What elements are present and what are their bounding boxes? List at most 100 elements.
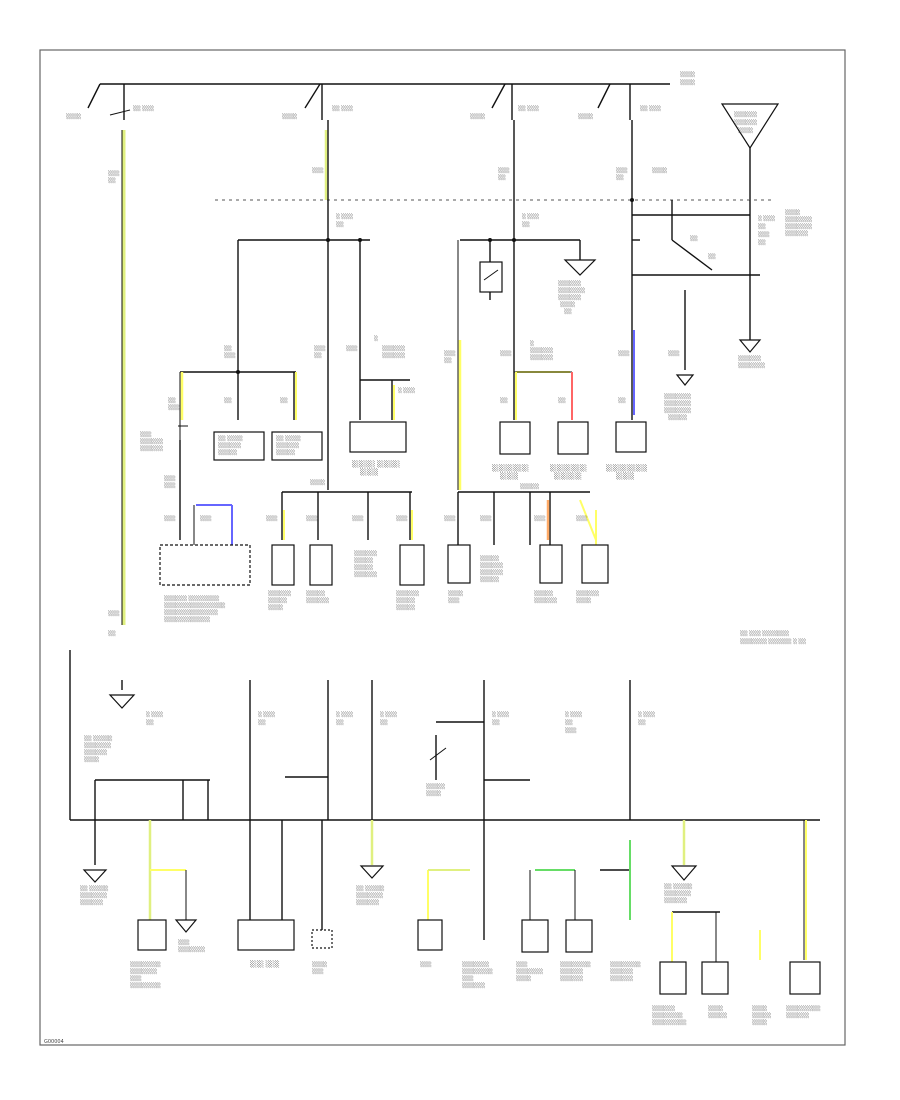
svg-text:░ ░░░: ░ ░░░ (638, 711, 655, 718)
svg-text:░░░: ░░░ (140, 431, 152, 438)
svg-text:░░░: ░░░ (516, 961, 528, 968)
svg-text:░░ ░░░ ░░░░░░░: ░░ ░░░ ░░░░░░░ (740, 630, 789, 637)
svg-text:░░░: ░░░ (108, 610, 120, 617)
svg-text:░░░░: ░░░░ (66, 113, 82, 120)
svg-text:░░░: ░░░ (224, 352, 236, 359)
connector-bottom-c (581, 544, 609, 584)
svg-text:░░░: ░░░ (164, 475, 176, 482)
svg-text:░░░: ░░░ (266, 515, 278, 522)
svg-text:░░░░░░: ░░░░░░ (276, 442, 299, 449)
svg-text:░░░░: ░░░░ (470, 113, 486, 120)
svg-text:░░░░░░: ░░░░░░ (84, 749, 107, 756)
svg-text:░░░░: ░░░░ (312, 961, 328, 968)
svg-text:░░: ░░ (616, 174, 624, 181)
svg-text:░░: ░░ (558, 397, 566, 404)
svg-text:░░░░░░ ░░░░░░░░: ░░░░░░ ░░░░░░░░ (164, 595, 220, 602)
svg-text:░░: ░░ (168, 397, 176, 404)
svg-text:░░░░: ░░░░ (578, 113, 594, 120)
svg-text:░ ░░░: ░ ░░░ (522, 213, 539, 220)
svg-text:░░ ░░░░░: ░░ ░░░░░ (356, 885, 385, 892)
svg-text:░░░░░░░ ░░░░░░ ░ ░░: ░░░░░░░ ░░░░░░ ░ ░░ (740, 638, 806, 645)
svg-text:░░░░░░░░: ░░░░░░░░ (462, 968, 493, 975)
svg-text:░░░: ░░░ (346, 345, 358, 352)
svg-text:░░░: ░░░ (396, 515, 408, 522)
svg-text:░░: ░░ (108, 630, 116, 637)
svg-text:░ ░░░: ░ ░░░ (336, 213, 353, 220)
svg-text:░░░░: ░░░░ (616, 472, 635, 480)
svg-text:░ ░░░: ░ ░░░ (380, 711, 397, 718)
svg-text:░░░░░░░░: ░░░░░░░░ (652, 1012, 683, 1019)
svg-text:░░░: ░░░ (462, 975, 474, 982)
svg-text:░░░░: ░░░░ (560, 301, 576, 308)
svg-text:░░░░░░: ░░░░░░ (785, 230, 808, 237)
svg-text:░░░: ░░░ (618, 350, 630, 357)
svg-text:░ ░░░: ░ ░░░ (336, 711, 353, 718)
svg-text:░░░░░░: ░░░░░░ (80, 899, 103, 906)
svg-text:░░: ░░ (565, 719, 573, 726)
svg-text:░░: ░░ (380, 719, 388, 726)
svg-text:░░: ░░ (146, 719, 154, 726)
svg-text:░░░░░░: ░░░░░░ (462, 982, 485, 989)
svg-text:░░░░: ░░░░ (360, 468, 379, 476)
svg-text:░░░░░░: ░░░░░░ (786, 1012, 809, 1019)
svg-text:░░░░░░: ░░░░░░ (560, 975, 583, 982)
connector-engine-2 (309, 544, 333, 586)
svg-text:░░░: ░░░ (498, 167, 510, 174)
svg-text:░░░: ░░░ (200, 515, 212, 522)
svg-text:░░░░░░░░: ░░░░░░░░ (550, 464, 587, 472)
svg-text:░░░: ░░░ (352, 515, 364, 522)
svg-text:░░░░░░: ░░░░░░ (560, 968, 583, 975)
connector-box-b (557, 421, 589, 455)
connector-engine-1 (271, 544, 295, 586)
svg-text:░░░: ░░░ (616, 167, 628, 174)
svg-text:░░ ░░░░: ░░ ░░░░ (218, 435, 243, 442)
connector-green-a (521, 919, 549, 953)
busbar-caption: ░░░░ (680, 71, 696, 78)
svg-text:░░░░░░: ░░░░░░ (558, 294, 581, 301)
connector-bottom-a (447, 544, 471, 584)
svg-text:░░░: ░░░ (164, 482, 176, 489)
svg-text:░░░░░░░: ░░░░░░░ (130, 968, 157, 975)
svg-text:░░░░: ░░░░ (652, 167, 668, 174)
svg-text:░░░░░░: ░░░░░░ (734, 119, 757, 126)
svg-text:░░: ░░ (522, 221, 530, 228)
svg-text:░░░░░░░░░: ░░░░░░░░░ (606, 464, 648, 472)
svg-text:░░░: ░░░ (130, 975, 142, 982)
connector-bottom-b (539, 544, 563, 584)
svg-text:░░░░░: ░░░░░ (534, 590, 553, 597)
svg-text:░░: ░░ (492, 719, 500, 726)
fuse-branch-center-left: ░░░ ░ ░░░ ░░ ░░ ░░░ ░░ ░░░ ░░ ░░ ░░ ░░░░… (168, 120, 415, 490)
connector-wide (237, 919, 295, 951)
svg-text:░░░░░: ░░░░░ (520, 483, 539, 490)
svg-text:░░░░░░: ░░░░░░ (396, 590, 419, 597)
svg-text:░: ░ (530, 340, 534, 347)
svg-text:░░: ░░ (498, 174, 506, 181)
svg-text:░░░ ░░░: ░░░ ░░░ (250, 960, 280, 968)
ignition-switch-1: ░░░░ ░░ ░░░ (66, 83, 154, 120)
svg-text:░░░░░░░░░: ░░░░░░░░░ (652, 1019, 687, 1026)
svg-text:░ ░░░: ░ ░░░ (398, 387, 415, 394)
connector-far-right (789, 961, 821, 995)
connector-green-b (565, 919, 593, 953)
svg-text:░░░: ░░░ (164, 515, 176, 522)
connector-ecm-1: ░░ ░░░░ ░░░░░░ ░░░░░ (213, 431, 265, 461)
connector-left-box (159, 544, 251, 586)
connector-engine-4 (399, 544, 425, 586)
svg-text:░░: ░░ (690, 235, 698, 242)
connector-bottom-right-a (659, 961, 687, 995)
svg-text:░░: ░░ (758, 239, 766, 246)
svg-text:░░░░░: ░░░░░ (708, 1012, 727, 1019)
svg-text:░░░░░░: ░░░░░░ (480, 562, 503, 569)
svg-text:░░ ░░░░░: ░░ ░░░░░ (80, 885, 109, 892)
connector-box-a (499, 421, 531, 455)
left-yellow-green-wire: ░░░ ░░ ░░░ ░░ (108, 130, 126, 637)
svg-text:░░░░░░░░: ░░░░░░░░ (560, 961, 591, 968)
svg-text:░░░░░: ░░░░░ (218, 449, 237, 456)
svg-text:░░░: ░░░ (534, 515, 546, 522)
svg-text:░░░░: ░░░░ (708, 1005, 724, 1012)
connector-abs (137, 919, 167, 951)
svg-text:░░░: ░░░ (420, 961, 432, 968)
svg-text:░░: ░░ (224, 345, 232, 352)
svg-text:░░░░░░░░░░░░░░░░: ░░░░░░░░░░░░░░░░ (164, 602, 226, 609)
